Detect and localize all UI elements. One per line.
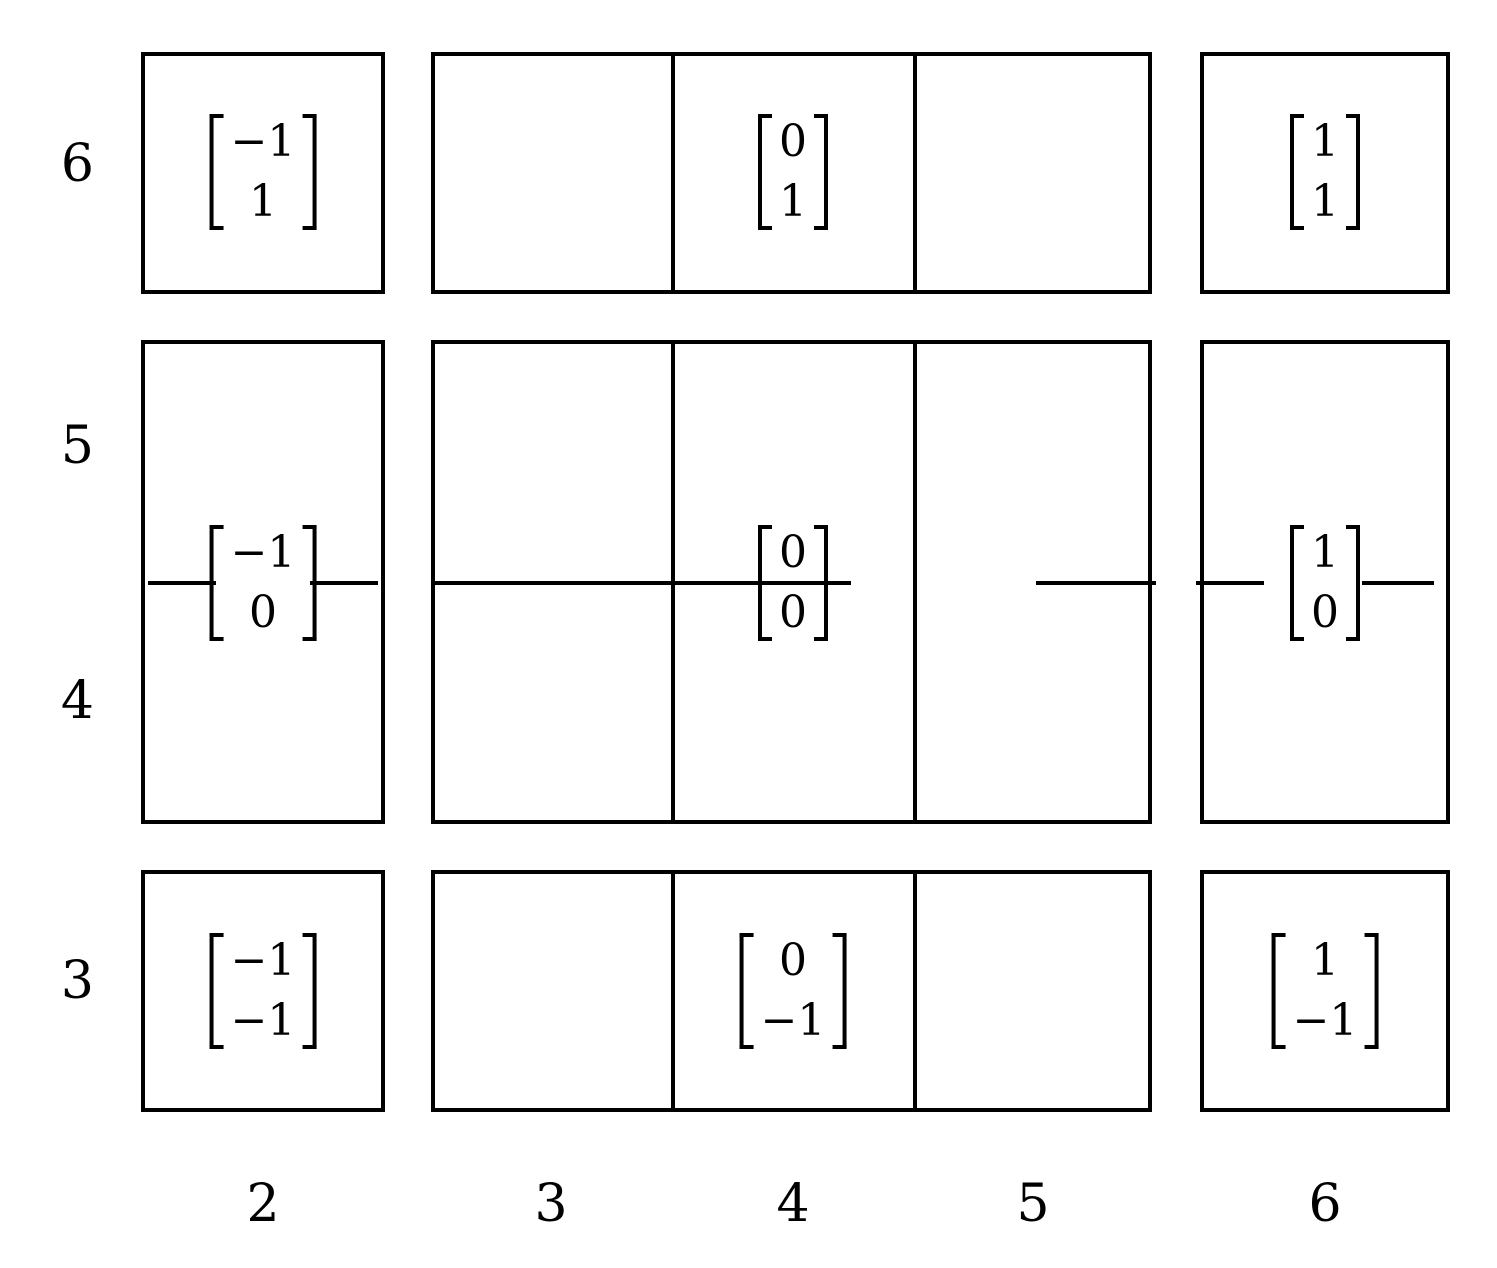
vector-values: 0 −1 [754,933,833,1049]
row-tick-4: 4 [60,671,94,731]
vector-matrix-r54-c4: 0 0 [758,525,828,641]
bracket-left-icon [1290,525,1304,641]
vector-value-bottom: 1 [249,176,277,227]
vector-matrix-r3-c2: −1 −1 [209,933,317,1049]
group-divider-r3-2 [913,874,917,1108]
col-tick-3: 3 [534,1174,568,1234]
vector-matrix-r6-c4: 0 1 [758,114,828,230]
bracket-right-icon [302,525,317,641]
group-divider-r3-1 [671,874,675,1108]
grid-cell-r54-c2[interactable] [141,340,385,824]
vector-value-top: 0 [779,935,807,986]
vector-values: 1 −1 [1286,933,1365,1049]
vector-matrix-r6-c6: 1 1 [1290,114,1360,230]
axis-line-left-stub [148,581,216,585]
row-tick-3: 3 [60,951,94,1011]
axis-line-box6-left [1196,581,1264,585]
bracket-left-icon [1290,114,1304,230]
vector-value-bottom: 1 [1311,176,1339,227]
bracket-left-icon [1271,933,1286,1049]
grid-cell-r3-c6[interactable] [1200,870,1450,1112]
vector-matrix-r3-c6: 1 −1 [1271,933,1379,1049]
vector-value-top: −1 [230,116,296,167]
axis-line-box6-right [1362,581,1434,585]
bracket-left-icon [209,525,224,641]
group-divider-r6-2 [913,56,917,290]
vector-value-top: 1 [1311,935,1339,986]
vector-value-bottom: 0 [249,587,277,638]
vector-matrix-r6-c2: −1 1 [209,114,317,230]
row-tick-5: 5 [60,416,94,476]
bracket-right-icon [814,525,828,641]
axis-line-right-of-box2 [310,581,378,585]
bracket-right-icon [302,114,317,230]
col-tick-4: 4 [776,1174,810,1234]
vector-value-bottom: 1 [779,176,807,227]
vector-matrix-r54-c6: 1 0 [1290,525,1360,641]
grid-group-r6-c345[interactable] [431,52,1152,294]
vector-matrix-r54-c2: −1 0 [209,525,317,641]
vector-value-top: −1 [230,527,296,578]
bracket-right-icon [1346,525,1360,641]
col-tick-5: 5 [1016,1174,1050,1234]
bracket-right-icon [302,933,317,1049]
grid-cell-r6-c6[interactable] [1200,52,1450,294]
vector-value-top: 1 [1311,116,1339,167]
vector-values: 1 0 [1304,525,1346,641]
bracket-left-icon [209,933,224,1049]
vector-value-top: −1 [230,935,296,986]
bracket-right-icon [1346,114,1360,230]
vector-value-bottom: 0 [1311,587,1339,638]
grid-cell-r6-c2[interactable] [141,52,385,294]
vector-value-top: 0 [779,116,807,167]
group-divider-r6-1 [671,56,675,290]
vector-values: −1 0 [224,525,303,641]
axis-line-group-right [1036,581,1156,585]
vector-value-top: 0 [779,527,807,578]
vector-value-bottom: −1 [1292,995,1358,1046]
bracket-right-icon [814,114,828,230]
bracket-left-icon [739,933,754,1049]
vector-value-bottom: −1 [760,995,826,1046]
vector-values: 0 0 [772,525,814,641]
bracket-left-icon [758,114,772,230]
grid-group-r3-c345[interactable] [431,870,1152,1112]
bracket-right-icon [1364,933,1379,1049]
vector-value-bottom: 0 [779,587,807,638]
axis-line-group-left [431,581,851,585]
vector-value-top: 1 [1311,527,1339,578]
row-tick-6: 6 [60,134,94,194]
bracket-left-icon [758,525,772,641]
vector-values: −1 −1 [224,933,303,1049]
vector-values: −1 1 [224,114,303,230]
bracket-left-icon [209,114,224,230]
vector-values: 0 1 [772,114,814,230]
vector-value-bottom: −1 [230,995,296,1046]
vector-matrix-r3-c4: 0 −1 [739,933,847,1049]
col-tick-2: 2 [246,1174,280,1234]
bracket-right-icon [832,933,847,1049]
group-divider-r54-2 [913,344,917,820]
grid-cell-r3-c2[interactable] [141,870,385,1112]
vector-values: 1 1 [1304,114,1346,230]
col-tick-6: 6 [1308,1174,1342,1234]
